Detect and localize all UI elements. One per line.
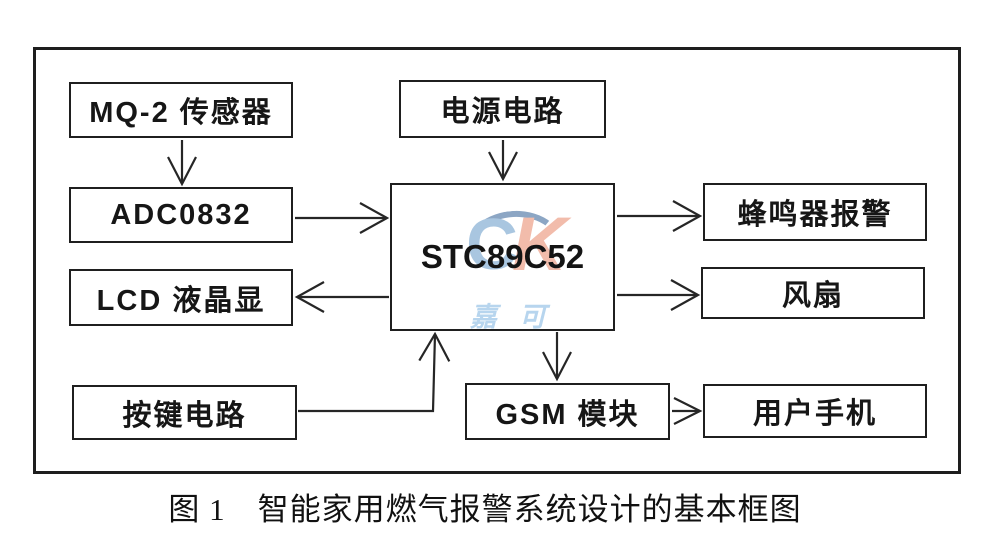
node-lcd-display-label: LCD 液晶显 bbox=[96, 284, 266, 317]
node-power-circuit: 电源电路 bbox=[399, 80, 606, 138]
node-mq2-sensor-label: MQ-2 传感器 bbox=[89, 97, 273, 129]
watermark-chinese-text: 嘉可 bbox=[470, 302, 568, 332]
node-lcd-display: LCD 液晶显 bbox=[69, 269, 293, 326]
node-mq2-sensor: MQ-2 传感器 bbox=[69, 82, 293, 138]
node-adc0832-label: ADC0832 bbox=[110, 198, 252, 231]
node-key-circuit-label: 按键电路 bbox=[122, 399, 247, 432]
node-key-circuit: 按键电路 bbox=[72, 385, 297, 440]
node-buzzer-alarm: 蜂鸣器报警 bbox=[703, 183, 927, 241]
node-fan: 风扇 bbox=[701, 267, 925, 319]
node-fan-label: 风扇 bbox=[781, 280, 844, 312]
node-power-circuit-label: 电源电路 bbox=[440, 96, 565, 128]
node-adc0832: ADC0832 bbox=[69, 187, 293, 243]
node-buzzer-alarm-label: 蜂鸣器报警 bbox=[737, 199, 893, 231]
node-user-phone: 用户手机 bbox=[703, 384, 927, 438]
node-gsm-module-label: GSM 模块 bbox=[495, 398, 640, 431]
node-mcu-label: STC89C52 bbox=[420, 238, 585, 275]
node-user-phone-label: 用户手机 bbox=[752, 398, 877, 430]
node-gsm-module: GSM 模块 bbox=[465, 383, 670, 440]
node-mcu-stc89c52: C K 嘉可 STC89C52 bbox=[390, 183, 615, 332]
figure-caption: 图 1 智能家用燃气报警系统设计的基本框图 bbox=[168, 492, 802, 527]
